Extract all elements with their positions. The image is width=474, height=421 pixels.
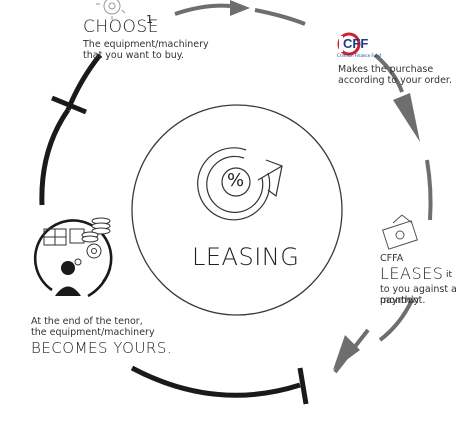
choose-step-number: 1 bbox=[146, 13, 153, 26]
arc-bottom bbox=[130, 365, 301, 398]
yours-description-line1: At the end of the tenor, bbox=[31, 316, 143, 327]
tbar-caps bbox=[51, 95, 309, 405]
arc-top bbox=[174, 3, 231, 16]
percent-cycle-icon bbox=[197, 147, 283, 221]
arrowhead-right bbox=[393, 93, 420, 142]
arrowheads bbox=[230, 0, 420, 370]
arc-left bbox=[39, 108, 71, 206]
coins-icon bbox=[81, 217, 111, 243]
choose-description-line1: The equipment/machinery bbox=[83, 39, 209, 50]
gear-icon bbox=[96, 0, 126, 20]
center-label: LEASING bbox=[192, 243, 300, 271]
center-circle bbox=[131, 104, 343, 316]
choose-description-line2: that you want to buy. bbox=[83, 50, 185, 61]
lease-suffix: it bbox=[446, 270, 453, 280]
lease-title: LEASES bbox=[380, 264, 444, 283]
cff-logo-text: CFF bbox=[343, 36, 369, 51]
tbar-left bbox=[51, 95, 87, 115]
choose-title: CHOOSE bbox=[83, 17, 159, 37]
money-note-icon bbox=[382, 214, 418, 250]
lease-prefix: CFFA bbox=[380, 253, 404, 264]
purchase-description-line2: according to your order. bbox=[338, 75, 452, 86]
outer-cycle bbox=[39, 3, 433, 398]
percent-symbol: % bbox=[227, 170, 245, 191]
arc-right-mid bbox=[425, 159, 433, 221]
purchase-description-line1: Makes the purchase bbox=[338, 64, 434, 75]
lease-description-line1: to you against a monthly bbox=[380, 284, 457, 306]
lease-description-line2: payment. bbox=[380, 295, 426, 306]
tbar-bottom bbox=[297, 367, 309, 405]
arc-right-low bbox=[378, 299, 414, 342]
arrowhead-bottom-right bbox=[333, 335, 360, 370]
user-with-equipment-icon bbox=[33, 219, 113, 298]
yours-title: BECOMES YOURS. bbox=[31, 339, 173, 357]
cff-logo bbox=[337, 32, 361, 56]
arrowhead-bottom-right-line bbox=[333, 328, 370, 374]
arc-right-top bbox=[373, 53, 404, 93]
cff-logo-subtext: Crimson Finance Fund bbox=[337, 53, 382, 58]
arc-top-dash-1 bbox=[254, 8, 306, 26]
yours-description-line2: the equipment/machinery bbox=[31, 327, 155, 338]
arc-left-top bbox=[65, 53, 102, 111]
arrowhead-top bbox=[230, 0, 250, 16]
